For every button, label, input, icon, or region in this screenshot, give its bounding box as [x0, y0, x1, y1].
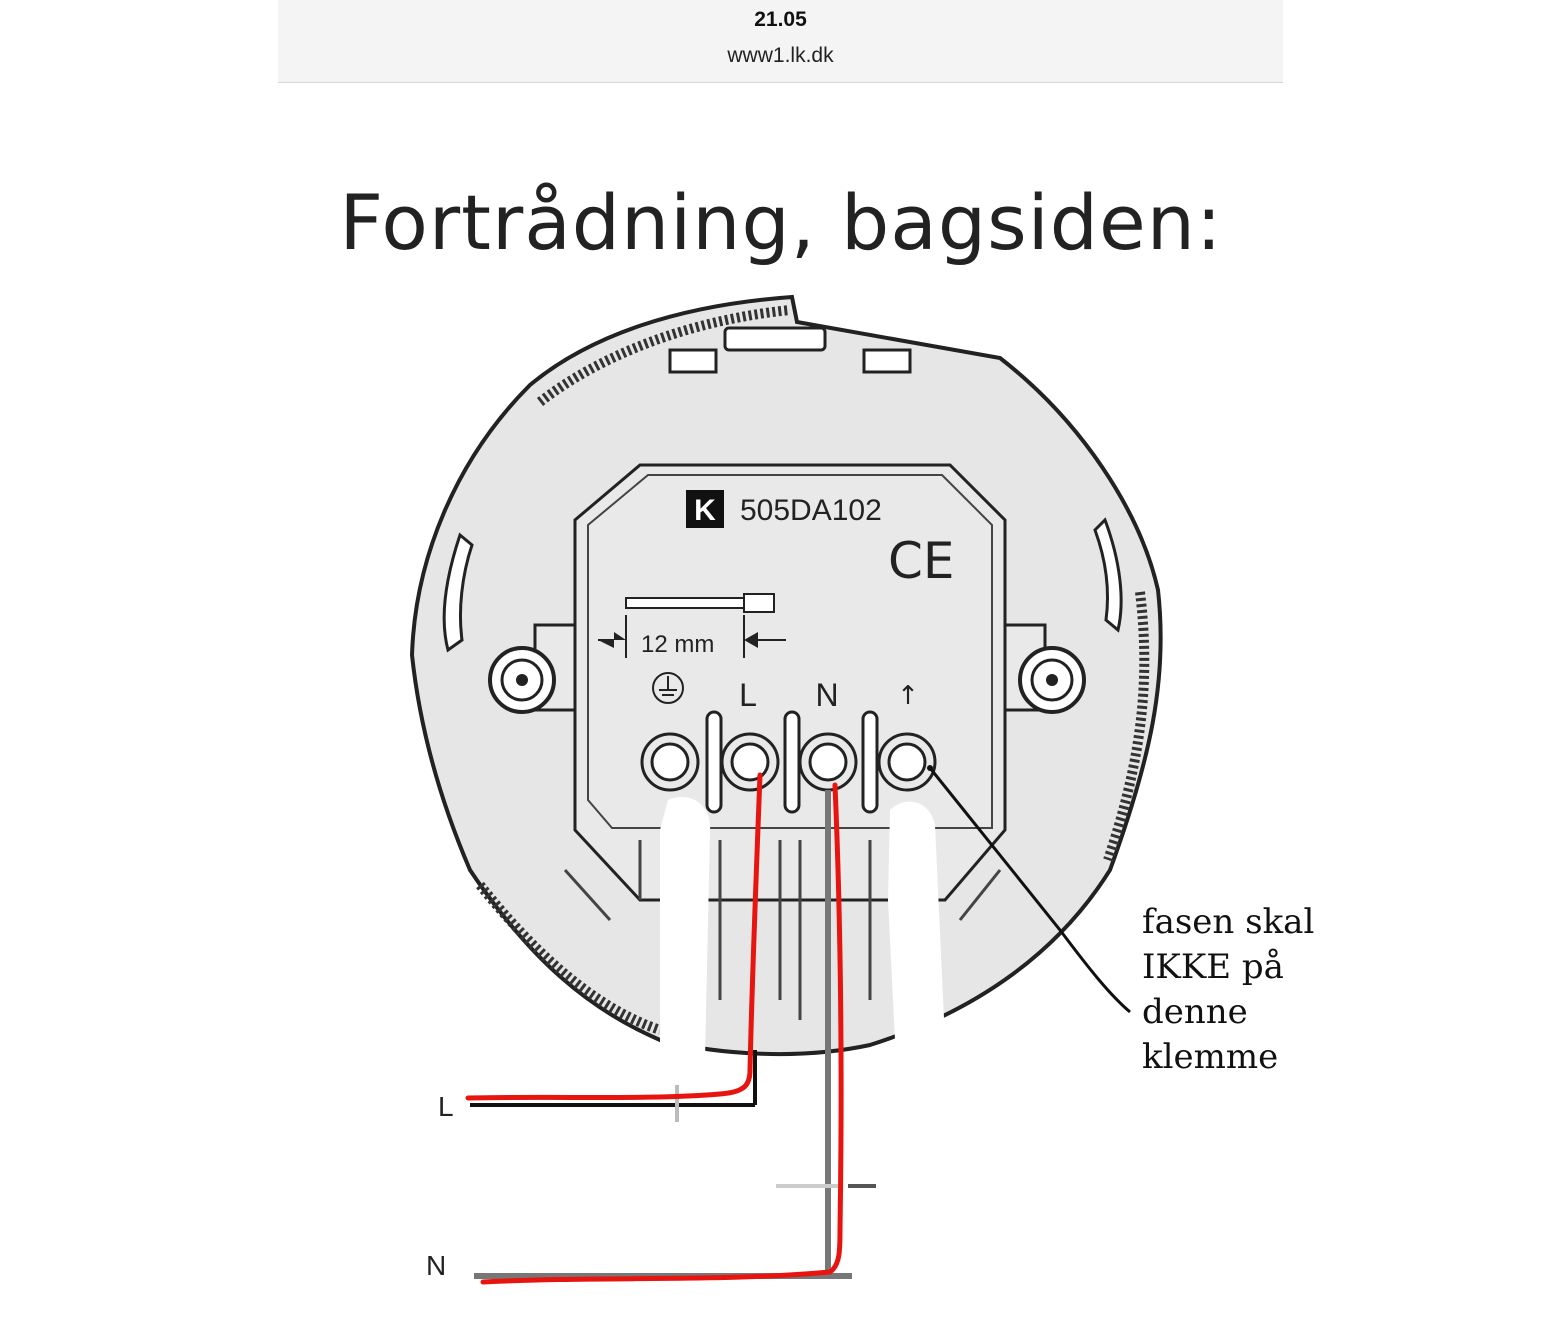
wire-label-N: N: [426, 1250, 446, 1281]
release-slot-3: [861, 710, 879, 814]
terminal-earth: [640, 732, 700, 792]
side-clip-left: [442, 532, 474, 653]
whiteout-load: [888, 801, 945, 1040]
annotation-line-1: fasen skal: [1142, 902, 1315, 942]
housing-lower-ribs: [638, 840, 872, 1020]
release-slot-1: [705, 710, 723, 814]
terminal-N: [798, 732, 858, 792]
whiteout-earth: [660, 796, 711, 1060]
release-slot-2: [783, 710, 801, 814]
strip-wire-icon: [625, 597, 745, 609]
housing-slot-middle: [723, 326, 827, 352]
status-time: 21.05: [754, 8, 807, 31]
terminal-load: [877, 732, 937, 792]
housing-slot-left: [668, 348, 718, 374]
wire-N-highlight: [480, 782, 844, 1285]
terminal-module-inner: [587, 474, 993, 829]
lk-logo: [686, 490, 724, 528]
annotation-line-3: denne: [1142, 992, 1248, 1032]
ce-mark: CE: [888, 532, 955, 590]
browser-status-bar: 21.05 www1.lk.dk: [278, 0, 1283, 83]
wire-label-L: L: [438, 1091, 454, 1122]
annotation-line-2: IKKE på: [1142, 947, 1284, 987]
address-url[interactable]: www1.lk.dk: [727, 44, 834, 67]
dimension-arrow-right-icon: [744, 632, 758, 648]
strip-length-label: 12 mm: [641, 631, 714, 658]
terminal-L: [720, 732, 780, 792]
side-clip-right: [1093, 517, 1123, 633]
terminal-label-L: L: [739, 677, 757, 713]
wire-L-highlight: [465, 772, 763, 1101]
lk-logo-letter: K: [694, 494, 716, 527]
housing-rim-right: [1103, 591, 1150, 862]
annotation-pointer: [928, 767, 1131, 1014]
terminal-label-N: N: [815, 677, 838, 713]
model-number: 505DA102: [740, 494, 882, 527]
handwritten-annotation: fasen skal IKKE på denne klemme: [1142, 900, 1314, 1080]
annotation-line-4: klemme: [1142, 1037, 1279, 1077]
housing-slot-right: [862, 348, 912, 374]
terminal-module: [573, 463, 1007, 902]
earth-symbol-icon: [652, 672, 684, 704]
terminal-label-arrow: ↑: [897, 681, 919, 711]
page-title: Fortrådning, bagsiden:: [339, 178, 1223, 267]
